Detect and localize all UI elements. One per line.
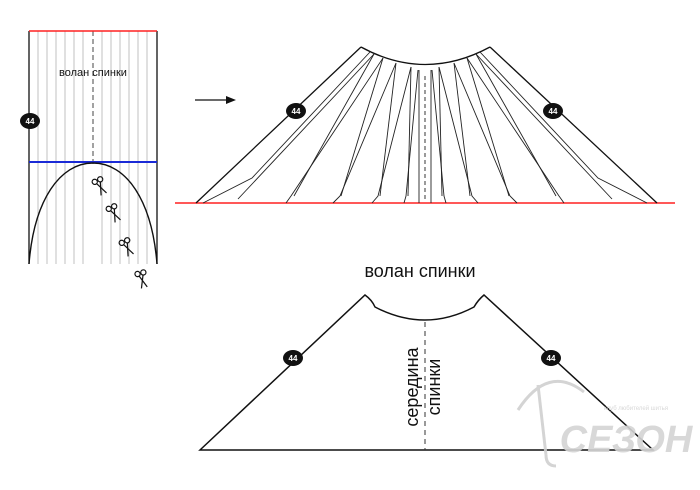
umbrella-logo-icon	[516, 379, 585, 468]
svg-text:44: 44	[289, 354, 298, 363]
final-pattern-outline	[198, 294, 655, 451]
size-badge: 44	[20, 113, 40, 129]
cut-arch	[28, 162, 158, 265]
scissors-icon	[91, 176, 107, 196]
fold-guide-lines	[37, 31, 148, 264]
scissors-icon	[134, 269, 148, 289]
fan-strips	[202, 51, 648, 204]
scissors-icon	[105, 203, 121, 223]
watermark-brand: СЕЗОН	[560, 419, 694, 461]
fan-top-arc	[360, 46, 491, 66]
scissors-icon	[118, 237, 134, 257]
svg-text:44: 44	[549, 107, 558, 116]
watermark: клуб любителей шитья СЕЗОН	[516, 379, 694, 468]
arrow-right-icon	[195, 96, 236, 104]
center-label-line1: середина	[402, 346, 422, 426]
svg-text:44: 44	[547, 354, 556, 363]
fan-diagram: 44 44	[175, 46, 675, 204]
size-badge: 44	[286, 103, 306, 119]
svg-text:44: 44	[26, 117, 35, 126]
size-badge: 44	[283, 350, 303, 366]
final-pattern: волан спинки середина спинки 44 44	[198, 261, 655, 451]
fan-left-edge	[195, 46, 362, 204]
fan-right-edge	[489, 46, 658, 204]
center-label-line2: спинки	[424, 359, 444, 416]
svg-text:44: 44	[292, 107, 301, 116]
size-badge: 44	[541, 350, 561, 366]
left-panel: волан спинки 44	[20, 30, 158, 289]
size-badge: 44	[543, 103, 563, 119]
watermark-tagline: клуб любителей шитья	[604, 405, 668, 412]
final-pattern-title: волан спинки	[364, 261, 475, 281]
left-panel-label: волан спинки	[59, 67, 127, 79]
